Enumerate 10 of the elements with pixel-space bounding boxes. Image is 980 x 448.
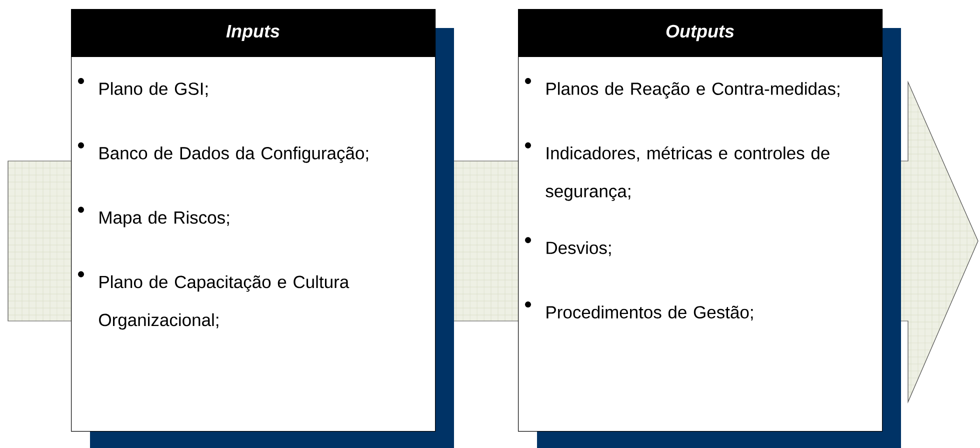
card-header: Inputs: [71, 9, 435, 57]
list-item: Procedimentos de Gestão;: [525, 302, 753, 321]
list-item: Indicadores, métricas e controles de segurança;: [525, 142, 830, 201]
card-header: Outputs: [518, 9, 882, 57]
list-item: Mapa de Riscos;: [78, 206, 229, 228]
list-item: Banco de Dados da Configuração;: [78, 142, 368, 163]
list-item: Planos de Reação e Contra-medidas;: [525, 78, 840, 98]
list-item: Plano de Capacitação e Cultura Organizacional;: [78, 271, 350, 330]
list-item: Desvios;: [525, 237, 611, 256]
list-item: Plano de GSI;: [78, 78, 208, 98]
